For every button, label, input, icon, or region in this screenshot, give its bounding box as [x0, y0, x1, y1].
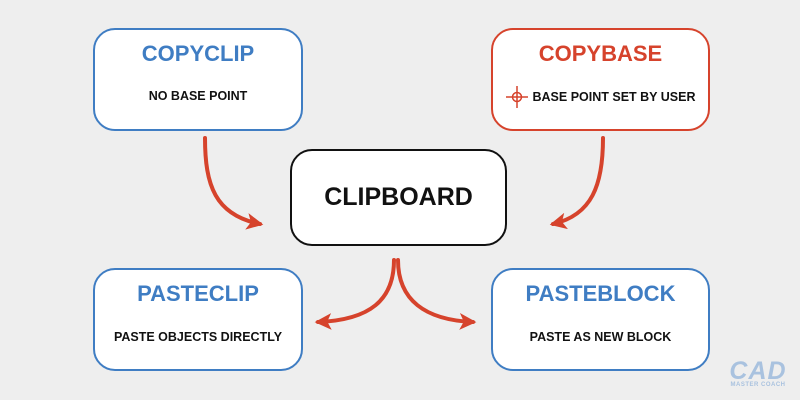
arrow-clipboard-to-pasteclip	[314, 258, 396, 330]
cad-master-coach-logo: CAD MASTER COACH	[726, 358, 790, 396]
copybase-subtitle: BASE POINT SET BY USER	[532, 90, 696, 104]
pasteclip-subtitle: PASTE OBJECTS DIRECTLY	[113, 330, 283, 344]
clipboard-title: CLIPBOARD	[324, 183, 473, 211]
copyclip-title: COPYCLIP	[141, 41, 255, 66]
logo-sub-text: MASTER COACH	[730, 382, 786, 388]
pasteblock-box: PASTEBLOCK PASTE AS NEW BLOCK	[491, 268, 710, 371]
copyclip-subtitle: NO BASE POINT	[148, 89, 248, 103]
crosshair-icon	[505, 86, 528, 108]
arrow-copyclip-to-clipboard	[203, 136, 264, 230]
copybase-title: COPYBASE	[538, 41, 663, 66]
arrow-clipboard-to-pasteblock	[396, 258, 477, 330]
pasteblock-subtitle: PASTE AS NEW BLOCK	[529, 330, 672, 344]
arrow-copybase-to-clipboard	[549, 136, 605, 230]
copybase-box: COPYBASE BASE POINT SET BY USER	[491, 28, 710, 131]
copyclip-box: COPYCLIP NO BASE POINT	[93, 28, 303, 131]
pasteblock-title: PASTEBLOCK	[525, 281, 676, 306]
pasteclip-box: PASTECLIP PASTE OBJECTS DIRECTLY	[93, 268, 303, 371]
pasteclip-title: PASTECLIP	[137, 281, 259, 306]
copybase-subtitle-row: BASE POINT SET BY USER	[493, 86, 708, 108]
clipboard-box: CLIPBOARD	[290, 149, 507, 246]
logo-main-text: CAD	[729, 357, 787, 385]
